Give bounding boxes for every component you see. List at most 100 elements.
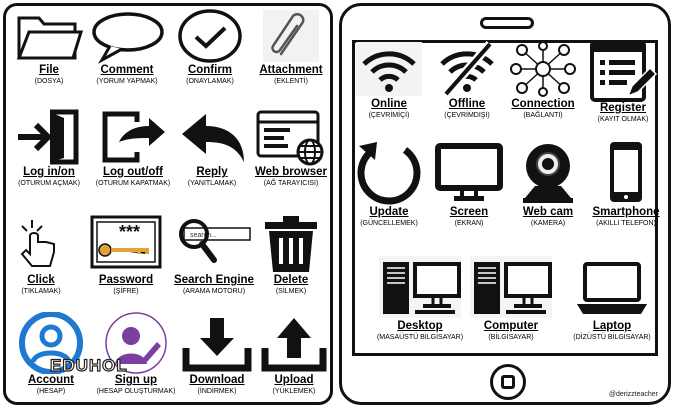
svg-text:***: *** (119, 222, 140, 242)
laptop-label: Laptop (592, 320, 632, 332)
phone-screen (352, 40, 658, 356)
click-translation: (TIKLAMAK) (21, 288, 61, 295)
click-hand-icon (20, 220, 55, 267)
confirm-label: Confirm (187, 64, 233, 76)
folder-icon (16, 16, 83, 60)
update-translation: (GÜNCELLEMEK) (360, 220, 418, 227)
computer-label: Computer (483, 320, 539, 332)
computer-icon (470, 256, 552, 318)
speech-bubble-icon (92, 12, 164, 64)
login-translation: (OTURUM AÇMAK) (18, 180, 80, 187)
login-icon (18, 109, 79, 165)
browser-icon (256, 110, 324, 166)
wifi-icon (356, 42, 422, 96)
click-label: Click (27, 274, 55, 286)
trash-icon (265, 216, 317, 272)
attachment-translation: (EKLENTİ) (274, 78, 308, 85)
offline-item: Offline (ÇEVRİMDIŞI) (430, 40, 504, 120)
connection-item: Connection (BAĞLANTI) (506, 40, 580, 120)
account-item: Account (HESAP) (10, 312, 92, 396)
download-translation: (İNDİRMEK) (197, 388, 237, 395)
reply-item: Reply (YANITLAMAK) (174, 108, 250, 188)
sign-up-label: Sign up (114, 374, 158, 386)
smartphone-icon (610, 142, 642, 202)
comment-item: Comment (YORUM YAPMAK) (88, 8, 166, 86)
delete-label: Delete (273, 274, 309, 286)
webcam-icon (523, 144, 573, 203)
laptop-item: Laptop (DİZÜSTÜ BİLGİSAYAR) (566, 254, 658, 342)
delete-item: Delete (SİLMEK) (256, 214, 326, 296)
webcam-item: Web cam (KAMERA) (512, 140, 584, 228)
sign-up-icon (105, 312, 167, 374)
refresh-icon (357, 142, 421, 205)
account-label: Account (28, 374, 74, 386)
register-label: Register (599, 102, 647, 114)
update-label: Update (369, 206, 409, 218)
logout-item: Log out/off (OTURUM KAPATMAK) (92, 108, 174, 188)
browser-label: Web browser (255, 166, 327, 178)
file-item: File (DOSYA) (14, 8, 84, 86)
computer-item: Computer (BİLGİSAYAR) (466, 254, 556, 342)
laptop-translation: (DİZÜSTÜ BİLGİSAYAR) (573, 334, 651, 341)
connection-translation: (BAĞLANTI) (523, 112, 563, 119)
browser-item: Web browser (AĞ TARAYICISI) (252, 108, 330, 188)
webcam-label: Web cam (522, 206, 574, 218)
click-item: Click (TIKLAMAK) (10, 214, 72, 296)
desktop-label: Desktop (397, 320, 443, 332)
smartphone-translation: (AKILLI TELEFON) (596, 220, 656, 227)
screen-label: Screen (449, 206, 489, 218)
register-icon (590, 40, 658, 102)
attachment-label: Attachment (259, 64, 323, 76)
reply-translation: (YANITLAMAK) (187, 180, 237, 187)
register-translation: (KAYIT OLMAK) (597, 116, 649, 123)
offline-translation: (ÇEVRİMDIŞI) (444, 112, 490, 119)
webcam-translation: (KAMERA) (530, 220, 566, 227)
update-item: Update (GÜNCELLEMEK) (352, 140, 426, 228)
file-translation: (DOSYA) (34, 78, 64, 85)
login-item: Log in/on (OTURUM AÇMAK) (10, 108, 88, 188)
confirm-translation: (ONAYLAMAK) (186, 78, 234, 85)
smartphone-label: Smartphone (592, 206, 660, 218)
upload-label: Upload (274, 374, 314, 386)
comment-translation: (YORUM YAPMAK) (96, 78, 158, 85)
search-engine-translation: (ARAMA MOTORU) (182, 288, 246, 295)
computer-translation: (BİLGİSAYAR) (488, 334, 534, 341)
desktop-icon (379, 256, 461, 318)
search-engine-label: Search Engine (174, 274, 254, 286)
password-label: Password (98, 274, 154, 286)
wifi-off-icon (440, 41, 494, 97)
comment-label: Comment (100, 64, 154, 76)
home-button-icon[interactable] (490, 364, 526, 400)
sign-up-translation: (HESAP OLUŞTURMAK) (96, 388, 176, 395)
logout-translation: (OTURUM KAPATMAK) (95, 180, 171, 187)
register-item: Register (KAYIT OLMAK) (584, 40, 662, 124)
checkmark-icon (178, 9, 242, 63)
desktop-translation: (MASAÜSTÜ BİLGİSAYAR) (376, 334, 464, 341)
credit-text: @derizzteacher (608, 391, 658, 398)
laptop-icon (577, 262, 647, 314)
delete-translation: (SİLMEK) (275, 288, 307, 295)
logout-label: Log out/off (102, 166, 164, 178)
password-item: *** Password (ŞİFRE) (86, 214, 166, 296)
offline-label: Offline (448, 98, 486, 110)
eduhol-watermark: EDUHOL (49, 355, 128, 375)
sign-up-item: Sign up (HESAP OLUŞTURMAK) (94, 312, 178, 396)
confirm-item: Confirm (ONAYLAMAK) (172, 8, 248, 86)
desktop-item: Desktop (MASAÜSTÜ BİLGİSAYAR) (366, 254, 474, 342)
download-item: Download (İNDİRMEK) (176, 312, 258, 396)
upload-translation: (YÜKLEMEK) (272, 388, 316, 395)
monitor-icon (435, 143, 503, 201)
upload-item: Upload (YÜKLEMEK) (258, 312, 330, 396)
search-placeholder-text: search... (190, 232, 217, 239)
upload-icon (261, 318, 327, 372)
screen-translation: (EKRAN) (454, 220, 484, 227)
screen-item: Screen (EKRAN) (432, 140, 506, 228)
attachment-item: Attachment (EKLENTİ) (254, 8, 328, 86)
reply-arrow-icon (182, 114, 244, 162)
paperclip-icon (263, 10, 319, 62)
network-icon (510, 41, 576, 97)
online-item: Online (ÇEVRİMİÇİ) (352, 40, 426, 120)
logout-icon (102, 111, 165, 163)
file-label: File (39, 64, 59, 76)
phone-speaker (480, 17, 534, 29)
